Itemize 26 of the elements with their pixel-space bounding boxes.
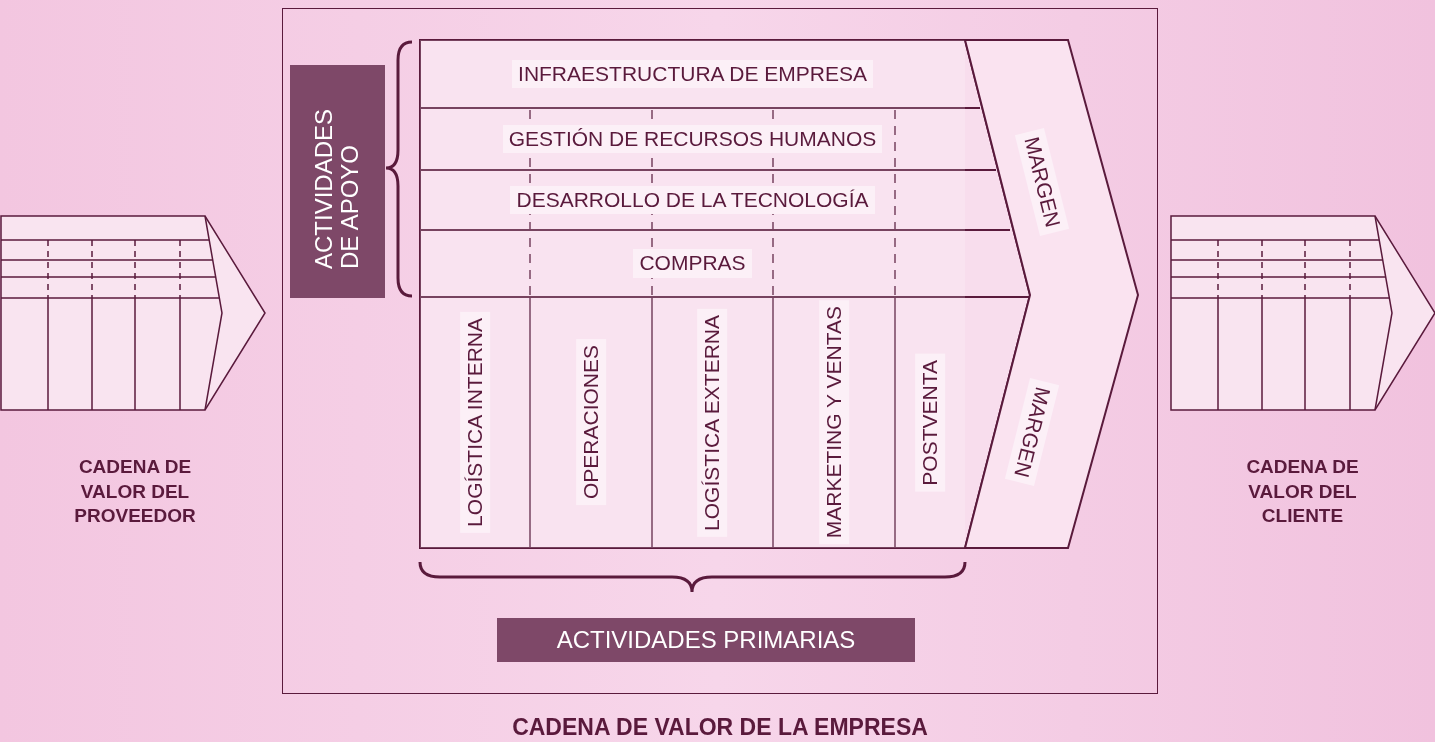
chain-caption: CADENA DE VALOR DEL CLIENTE	[1245, 455, 1360, 529]
activity-label: MARKETING Y VENTAS	[818, 300, 850, 545]
section-label-box	[497, 618, 915, 662]
activity-label: COMPRAS	[633, 249, 752, 278]
support-activity-row	[420, 170, 965, 230]
activity-label: OPERACIONES	[575, 339, 607, 506]
activity-label: DESARROLLO DE LA TECNOLOGÍA	[510, 185, 875, 215]
chain-title: CADENA DE VALOR DE LA EMPRESA	[511, 713, 929, 742]
support-activity-row	[420, 40, 965, 108]
activity-label: LOGÍSTICA EXTERNA	[697, 308, 728, 537]
activity-label: INFRAESTRUCTURA DE EMPRESA	[512, 59, 873, 89]
section-label-box	[290, 65, 385, 298]
primary-activity-column	[773, 297, 895, 548]
support-activity-row	[420, 230, 965, 297]
primary-activity-column	[895, 297, 965, 548]
primary-activity-column	[420, 297, 530, 548]
primary-activity-column	[652, 297, 773, 548]
activity-label: LOGÍSTICA INTERNA	[459, 312, 491, 533]
activity-label: POSTVENTA	[914, 353, 946, 492]
activity-label: GESTIÓN DE RECURSOS HUMANOS	[502, 124, 883, 154]
chain-caption: CADENA DE VALOR DEL PROVEEDOR	[73, 455, 197, 529]
primary-activity-column	[530, 297, 652, 548]
section-label: ACTIVIDADES PRIMARIAS	[556, 626, 856, 654]
margin-chevron	[965, 40, 1138, 548]
support-activity-row	[420, 108, 965, 170]
section-label: ACTIVIDADES DE APOYO	[311, 107, 364, 269]
